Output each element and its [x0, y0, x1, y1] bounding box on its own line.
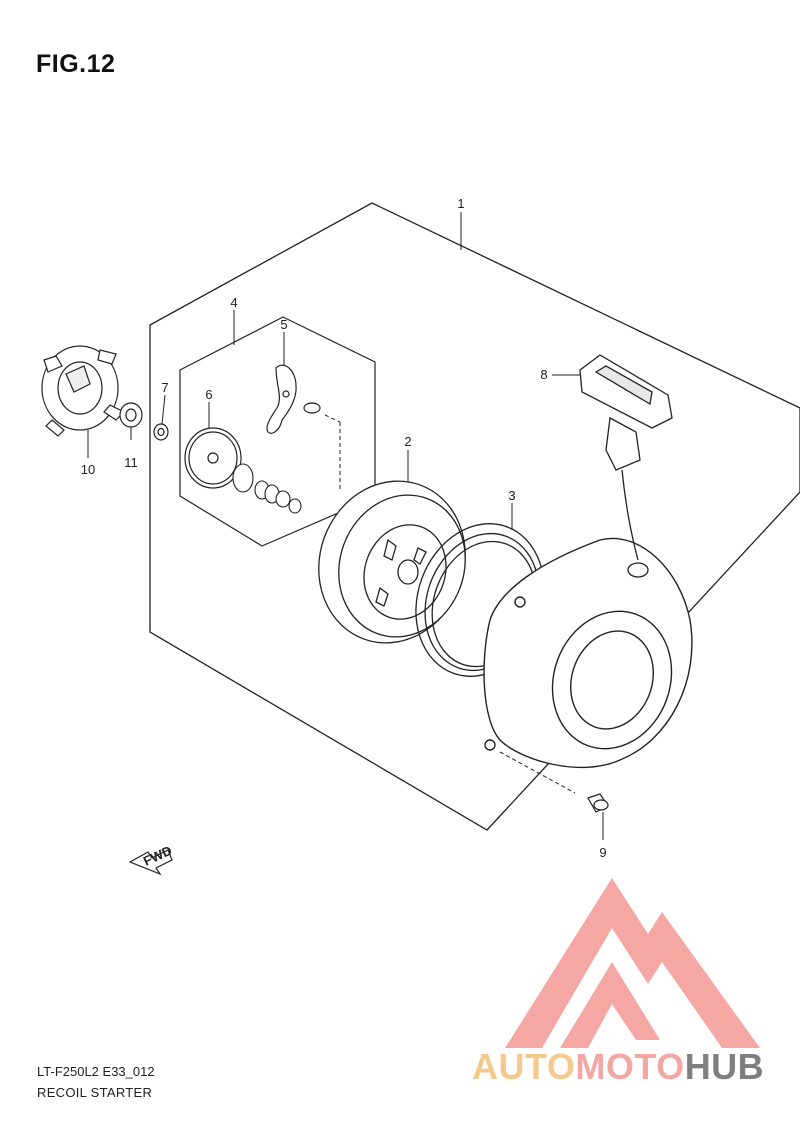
- callout-7: 7: [161, 380, 168, 395]
- figure-title: FIG.12: [36, 50, 116, 78]
- ratchet-small-parts-drawing: [232, 463, 302, 514]
- fwd-arrow-icon: FWD: [128, 843, 174, 876]
- friction-plate-drawing: [184, 427, 242, 489]
- callout-10: 10: [81, 462, 95, 477]
- ratchet-pawl-drawing: [266, 364, 321, 434]
- starter-cup-drawing: [41, 345, 126, 437]
- washer-nut-drawing: [119, 402, 143, 428]
- callout-5: 5: [280, 317, 287, 332]
- callout-6: 6: [205, 387, 212, 402]
- watermark-part-hub: HUB: [684, 1046, 765, 1087]
- starter-case-drawing: [483, 537, 693, 768]
- watermark-logo: [505, 878, 760, 1048]
- watermark-part-moto: MOTO: [575, 1046, 685, 1087]
- bolt-drawing: [587, 793, 609, 813]
- callout-9: 9: [599, 845, 606, 860]
- watermark-text: AUTOMOTOHUB: [472, 1046, 764, 1088]
- callout-3: 3: [508, 488, 515, 503]
- recoil-pulley-drawing: [318, 480, 466, 644]
- leader-lines: [87, 212, 604, 840]
- model-code: LT-F250L2 E33_012: [37, 1064, 155, 1079]
- nut-drawing: [153, 423, 169, 441]
- assembly-outline: [149, 202, 800, 831]
- watermark-part-auto: AUTO: [472, 1046, 576, 1087]
- callout-1: 1: [457, 196, 464, 211]
- starter-handle-drawing: [579, 354, 673, 578]
- diagram-caption: RECOIL STARTER: [37, 1085, 153, 1100]
- callout-8: 8: [540, 367, 547, 382]
- callout-4: 4: [230, 295, 237, 310]
- callout-11: 11: [124, 455, 138, 470]
- callout-2: 2: [404, 434, 411, 449]
